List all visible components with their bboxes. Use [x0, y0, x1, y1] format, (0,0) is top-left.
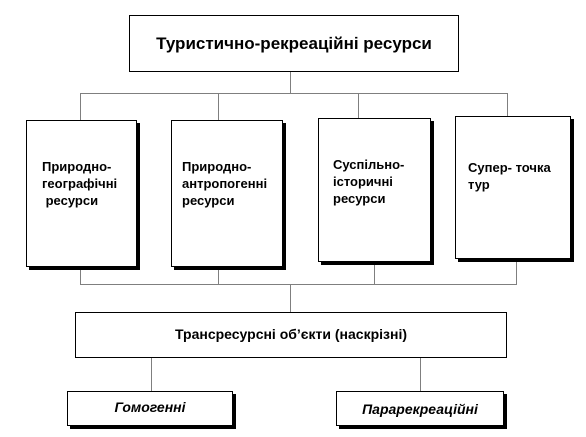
connector-drop-1 [80, 93, 81, 120]
category-3-line-2: історичні [333, 174, 393, 189]
connector-drop-3 [358, 93, 359, 118]
connector-rise-1 [80, 267, 81, 285]
homogeneous-box: Гомогенні [67, 391, 233, 426]
category-3-line-3: ресурси [333, 191, 386, 206]
connector-drop-4 [507, 93, 508, 116]
category-1-line-3: ресурси [42, 193, 99, 208]
category-3-line-1: Суспільно- [333, 157, 405, 172]
category-2-line-3: ресурси [182, 193, 235, 208]
connector-rise-2 [218, 267, 219, 285]
category-box-3: Суспільно- історичні ресурси [318, 118, 431, 262]
connector-rise-3 [374, 263, 375, 285]
pararecreational-box: Парарекреаційні [336, 391, 504, 426]
category-box-2: Природно- антропогенні ресурси [171, 120, 283, 267]
connector-bottom-horizontal [80, 284, 517, 285]
connector-bottom-to-trans [290, 284, 291, 312]
category-box-4: Супер- точка тур [455, 116, 571, 259]
title-label: Туристично-рекреаційні ресурси [156, 34, 432, 53]
connector-rise-4 [516, 260, 517, 285]
category-2-line-2: антропогенні [182, 176, 268, 191]
connector-trans-right-drop [420, 358, 421, 391]
category-1-line-2: географічні [42, 176, 118, 191]
transresource-label: Трансресурсні об’єкти (наскрізні) [175, 326, 407, 342]
category-box-1: Природно- географічні ресурси [26, 120, 137, 267]
connector-title-down [290, 72, 291, 94]
transresource-box: Трансресурсні об’єкти (наскрізні) [75, 312, 507, 358]
category-2-line-1: Природно- [182, 159, 252, 174]
category-4-line-1: Супер- точка [468, 160, 551, 175]
category-1-line-1: Природно- [42, 159, 112, 174]
connector-trans-left-drop [151, 358, 152, 391]
title-box: Туристично-рекреаційні ресурси [129, 15, 459, 72]
pararecreational-label: Парарекреаційні [362, 401, 478, 417]
homogeneous-label: Гомогенні [114, 399, 186, 415]
category-4-line-2: тур [468, 177, 490, 192]
connector-top-horizontal [80, 93, 507, 94]
connector-drop-2 [218, 93, 219, 120]
